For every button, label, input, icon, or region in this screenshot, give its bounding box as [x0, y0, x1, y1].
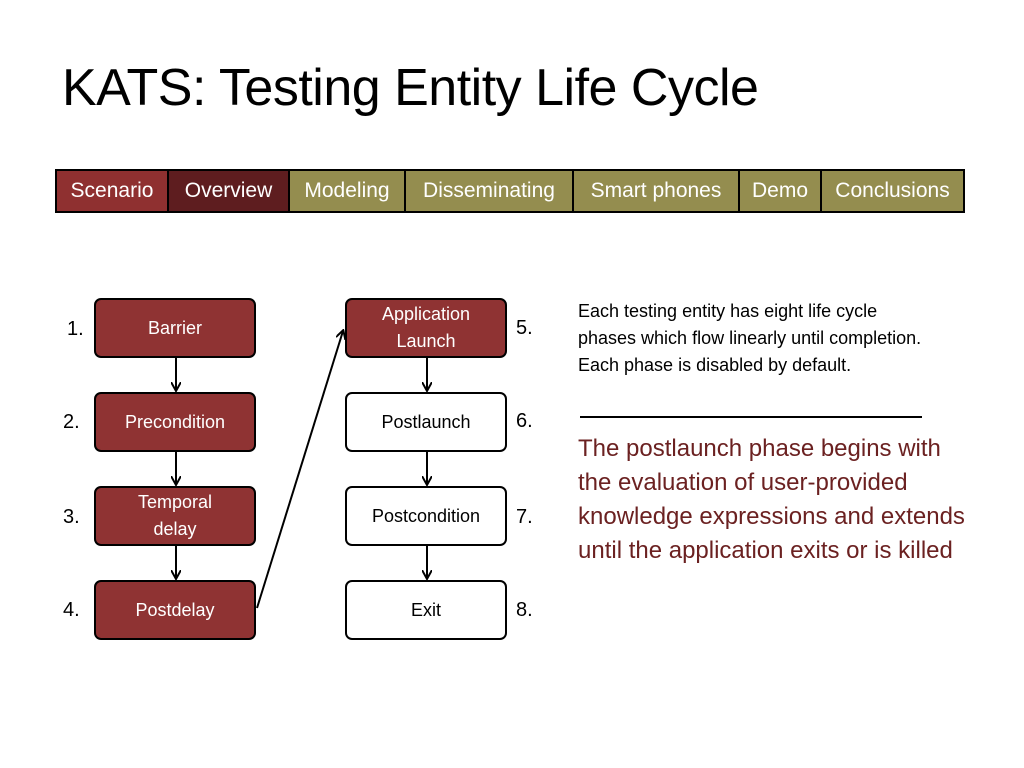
phase-number-3: 3. — [63, 506, 80, 528]
divider-line — [580, 416, 922, 418]
phase-box-postdelay: Postdelay — [94, 580, 256, 640]
arrow-4-5 — [256, 331, 343, 609]
phase-box-barrier: Barrier — [94, 298, 256, 358]
phase-number-8: 8. — [516, 599, 533, 621]
phase-number-7: 7. — [516, 506, 533, 528]
nav-tab-overview[interactable]: Overview — [169, 171, 290, 211]
phase-number-2: 2. — [63, 411, 80, 433]
phase-number-4: 4. — [63, 599, 80, 621]
section-navbar: Scenario Overview Modeling Disseminating… — [55, 169, 965, 213]
description-text: Each testing entity has eight life cycle… — [578, 301, 922, 375]
highlight-text: The postlaunch phase begins with the eva… — [578, 435, 965, 564]
phase-number-5: 5. — [516, 317, 533, 339]
nav-tab-disseminating[interactable]: Disseminating — [406, 171, 574, 211]
phase-box-precondition: Precondition — [94, 392, 256, 452]
phase-number-1: 1. — [67, 318, 84, 340]
nav-tab-smart-phones[interactable]: Smart phones — [574, 171, 740, 211]
slide-title: KATS: Testing Entity Life Cycle — [62, 59, 759, 117]
nav-tab-modeling[interactable]: Modeling — [290, 171, 406, 211]
phase-box-exit: Exit — [345, 580, 507, 640]
nav-tab-scenario[interactable]: Scenario — [57, 171, 169, 211]
phase-box-application-launch: Application Launch — [345, 298, 507, 358]
phase-box-temporal-delay: Temporal delay — [94, 486, 256, 546]
phase-number-6: 6. — [516, 410, 533, 432]
nav-tab-conclusions[interactable]: Conclusions — [822, 171, 963, 211]
phase-box-postlaunch: Postlaunch — [345, 392, 507, 452]
nav-tab-demo[interactable]: Demo — [740, 171, 822, 211]
phase-box-postcondition: Postcondition — [345, 486, 507, 546]
